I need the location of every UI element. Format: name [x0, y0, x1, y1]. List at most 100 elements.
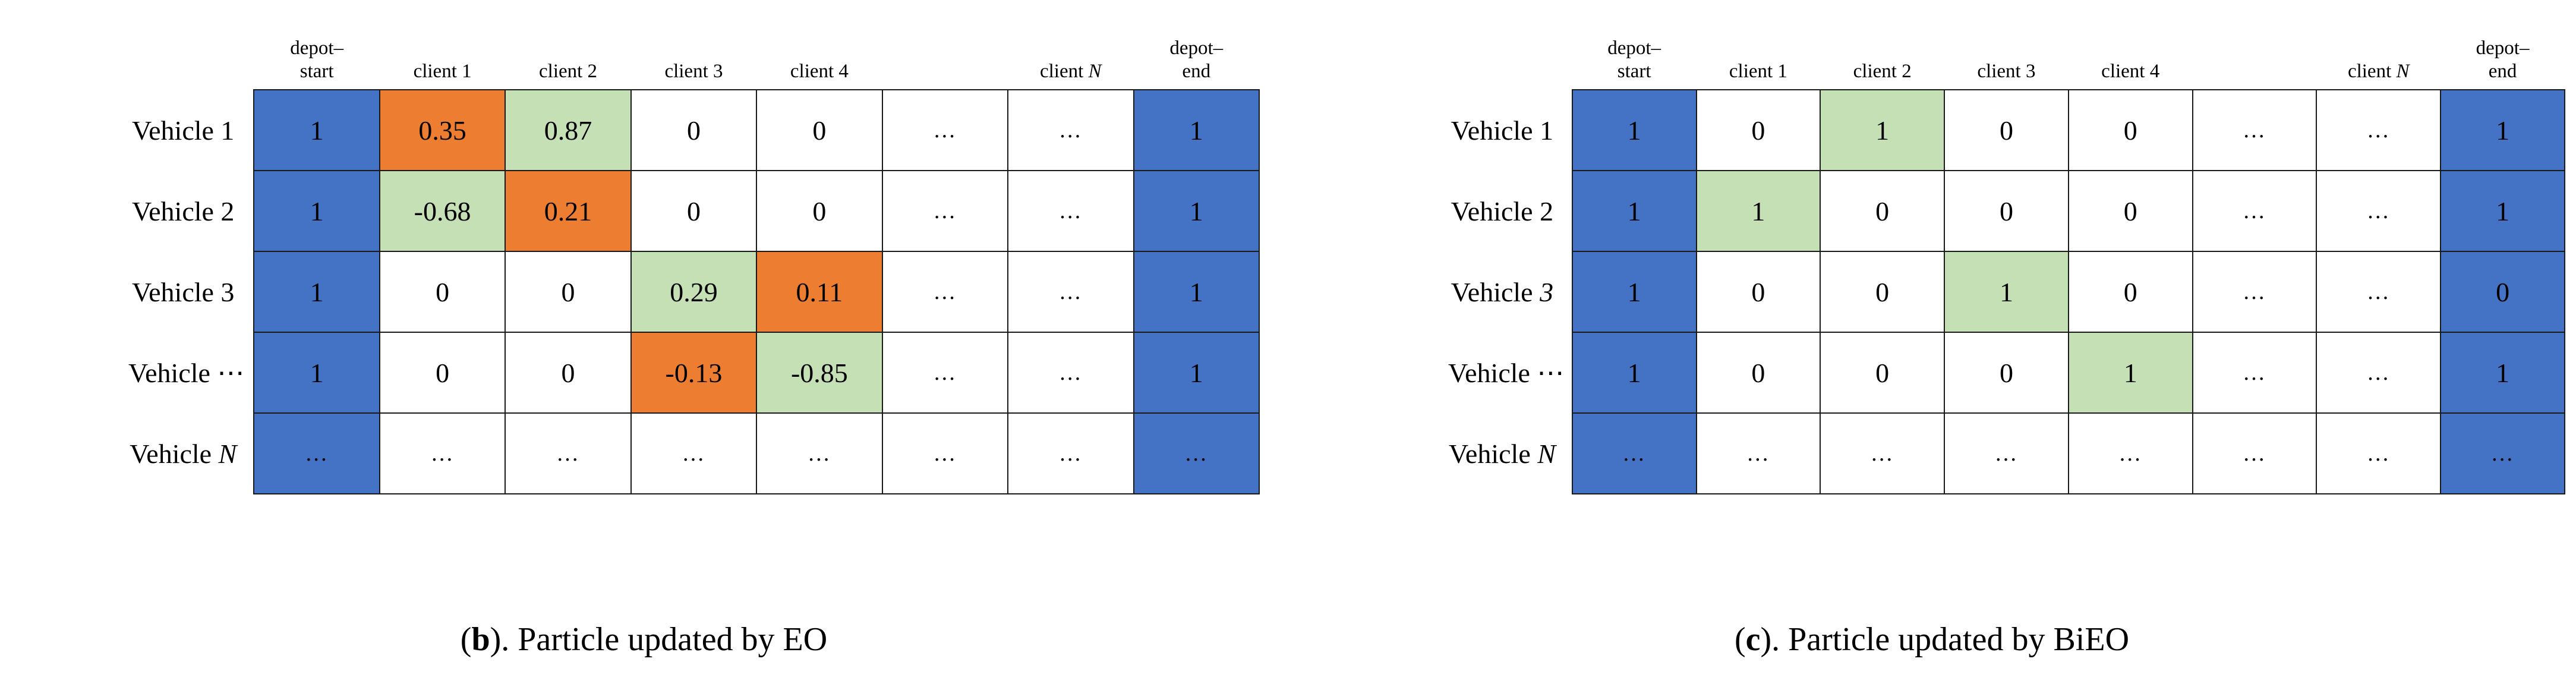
table-row: Vehicle N……………………	[128, 412, 1260, 494]
matrix-cell-r0-c2: 1	[1820, 89, 1946, 171]
matrix-cell-r4-c0: …	[253, 412, 380, 494]
matrix-cell-r2-c2: 0	[505, 251, 632, 333]
matrix-cell-r0-c3: 0	[630, 89, 758, 171]
column-header-2: client 2	[539, 61, 598, 83]
matrix-cell-r1-c5: …	[881, 170, 1009, 252]
matrix-cell-r4-c7: …	[2440, 412, 2565, 494]
matrix-cell-r2-c0: 1	[1571, 251, 1697, 333]
row-label-italic-4: N	[218, 438, 237, 469]
column-header-7: depot– end	[1169, 37, 1224, 83]
panel-b: depot– start client 1 client 2 client 3 clie…	[128, 29, 1260, 658]
matrix-cell-r1-c6: …	[1007, 170, 1134, 252]
matrix-cell-r4-c7: …	[1133, 412, 1260, 494]
matrix-cell-r2-c6: …	[1007, 251, 1134, 333]
column-header-3: client 3	[1977, 61, 2036, 83]
row-label-4: Vehicle N	[1448, 438, 1556, 469]
caption-prefix: (	[460, 621, 472, 658]
matrix-table-eo: depot– start client 1 client 2 client 3 clie…	[128, 29, 1260, 494]
matrix-cell-r0-c5: …	[2192, 89, 2318, 171]
matrix-cell-r4-c2: …	[505, 412, 632, 494]
caption-text: ). Particle updated by EO	[490, 621, 828, 658]
header-corner-spacer	[1448, 29, 1572, 90]
matrix-cell-r1-c3: 0	[1944, 170, 2069, 252]
matrix-cell-r3-c6: …	[2316, 332, 2442, 414]
header-corner-spacer	[128, 29, 254, 90]
matrix-cell-r4-c0: …	[1571, 412, 1697, 494]
column-header-6: client N	[2347, 61, 2410, 83]
matrix-cell-r3-c7: 1	[1133, 332, 1260, 414]
column-header-5	[882, 29, 1008, 90]
column-header-6: client N	[1039, 61, 1102, 83]
row-label-3: Vehicle ⋯	[128, 358, 245, 388]
matrix-cell-r2-c3: 1	[1944, 251, 2069, 333]
matrix-cell-r3-c4: 1	[2067, 332, 2193, 414]
matrix-cell-r0-c1: 0	[1695, 89, 1821, 171]
matrix-cell-r4-c4: …	[756, 412, 883, 494]
matrix-cell-r4-c3: …	[1944, 412, 2069, 494]
row-label-4: Vehicle N	[130, 438, 237, 469]
matrix-cell-r0-c0: 1	[1571, 89, 1697, 171]
matrix-cell-r2-c1: 0	[379, 251, 506, 333]
matrix-cell-r4-c1: …	[1695, 412, 1821, 494]
row-label-0: Vehicle 1	[1451, 115, 1554, 146]
matrix-cell-r0-c2: 0.87	[505, 89, 632, 171]
row-label-1: Vehicle 2	[1451, 196, 1554, 226]
matrix-cell-r1-c7: 1	[1133, 170, 1260, 252]
matrix-cell-r1-c4: 0	[2067, 170, 2193, 252]
matrix-cell-r1-c0: 1	[253, 170, 380, 252]
row-label-0: Vehicle 1	[132, 115, 235, 146]
column-header-5	[2193, 29, 2317, 90]
matrix-cell-r4-c6: …	[1007, 412, 1134, 494]
matrix-cell-r2-c7: 1	[1133, 251, 1260, 333]
matrix-cell-r3-c2: 0	[1820, 332, 1946, 414]
row-label-2: Vehicle 3	[1451, 276, 1554, 307]
matrix-cell-r0-c4: 0	[756, 89, 883, 171]
matrix-cell-r2-c5: …	[881, 251, 1009, 333]
matrix-cell-r4-c5: …	[2192, 412, 2318, 494]
matrix-cell-r1-c2: 0	[1820, 170, 1946, 252]
row-label-italic-4: N	[1537, 438, 1556, 469]
matrix-cell-r2-c7: 0	[2440, 251, 2565, 333]
matrix-cell-r1-c0: 1	[1571, 170, 1697, 252]
matrix-cell-r2-c6: …	[2316, 251, 2442, 333]
column-header-0: depot– start	[1607, 37, 1661, 83]
row-label-1: Vehicle 2	[132, 196, 235, 226]
matrix-cell-r3-c5: …	[2192, 332, 2318, 414]
panel-caption-c: (c). Particle updated by BiEO	[1288, 620, 2576, 659]
matrix-cell-r2-c1: 0	[1695, 251, 1821, 333]
caption-letter: c	[1745, 621, 1761, 658]
matrix-cell-r2-c4: 0.11	[756, 251, 883, 333]
column-header-2: client 2	[1853, 61, 1912, 83]
matrix-cell-r0-c3: 0	[1944, 89, 2069, 171]
column-header-1: client 1	[413, 61, 472, 83]
matrix-cell-r2-c5: …	[2192, 251, 2318, 333]
matrix-cell-r0-c5: …	[881, 89, 1009, 171]
matrix-cell-r3-c3: -0.13	[630, 332, 758, 414]
matrix-cell-r1-c1: -0.68	[379, 170, 506, 252]
matrix-cell-r3-c5: …	[881, 332, 1009, 414]
matrix-cell-r3-c2: 0	[505, 332, 632, 414]
column-header-0: depot– start	[290, 37, 344, 83]
matrix-cell-r3-c0: 1	[253, 332, 380, 414]
column-header-3: client 3	[664, 61, 723, 83]
matrix-cell-r2-c2: 0	[1820, 251, 1946, 333]
table-row: Vehicle N……………………	[1448, 412, 2565, 494]
matrix-cell-r1-c5: …	[2192, 170, 2318, 252]
matrix-cell-r1-c1: 1	[1695, 170, 1821, 252]
column-header-4: client 4	[790, 61, 849, 83]
matrix-cell-r3-c6: …	[1007, 332, 1134, 414]
matrix-cell-r0-c7: 1	[2440, 89, 2565, 171]
caption-letter: b	[471, 621, 490, 658]
